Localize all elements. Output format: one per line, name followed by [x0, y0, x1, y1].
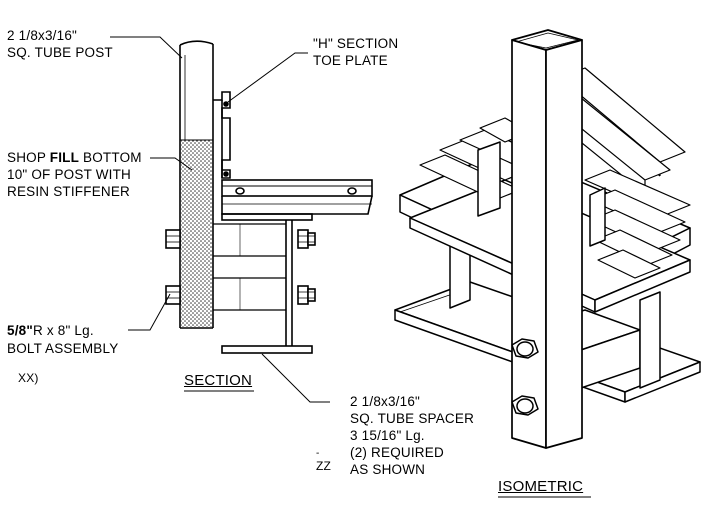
iso-tube-post — [511, 29, 583, 449]
post-label-line1: 2 1/8x3/16" — [7, 28, 78, 43]
tube-post — [179, 40, 214, 329]
section-view — [165, 40, 373, 354]
isometric-title: ISOMETRIC — [498, 478, 584, 495]
fill-label-line3: RESIN STIFFENER — [7, 184, 131, 199]
mark-dash: - — [316, 448, 320, 459]
spacer-label-line3: 3 15/16" Lg. — [350, 428, 425, 443]
fill-label-part1: SHOP — [7, 150, 50, 165]
toe-plate-label-line1: "H" SECTION — [313, 36, 399, 51]
isometric-view — [394, 29, 701, 449]
toe-plate-section — [213, 91, 231, 179]
section-title: SECTION — [184, 372, 253, 389]
tube-spacers — [213, 223, 286, 311]
mark-zz: ZZ — [316, 459, 332, 473]
post-label-line2: SQ. TUBE POST — [7, 45, 113, 60]
bolt-upper — [165, 229, 316, 249]
fill-label-part3: BOTTOM — [79, 150, 142, 165]
spacer-label-line1: 2 1/8x3/16" — [350, 394, 421, 409]
spacer-label-line2: SQ. TUBE SPACER — [350, 411, 475, 426]
leader-lines — [110, 36, 330, 403]
iso-beam-web — [449, 237, 661, 389]
bolt-lower — [165, 285, 316, 305]
bolt-label-line1: 5/8"R x 8" Lg. — [7, 323, 94, 339]
toe-plate-label-line2: TOE PLATE — [313, 53, 388, 68]
fill-label-part2: FILL — [49, 150, 80, 165]
bolt-label-part1: 5/8" — [7, 323, 33, 338]
grating-bar — [221, 179, 373, 215]
iso-toe-plate — [477, 141, 606, 247]
bolt-label-line2: BOLT ASSEMBLY — [7, 341, 119, 356]
fill-label-line2: 10" OF POST WITH — [7, 167, 132, 182]
iso-bolt-lower — [511, 395, 539, 416]
iso-bolt-upper — [511, 338, 539, 359]
i-beam — [221, 213, 313, 354]
spacer-label-line5: AS SHOWN — [350, 462, 426, 477]
fill-label-line1: SHOP FILL BOTTOM — [7, 150, 142, 166]
resin-fill — [181, 140, 212, 327]
mark-xx: XX) — [18, 371, 39, 385]
bolt-label-part2: R x 8" Lg. — [32, 323, 94, 338]
spacer-label-line4: (2) REQUIRED — [350, 445, 444, 460]
